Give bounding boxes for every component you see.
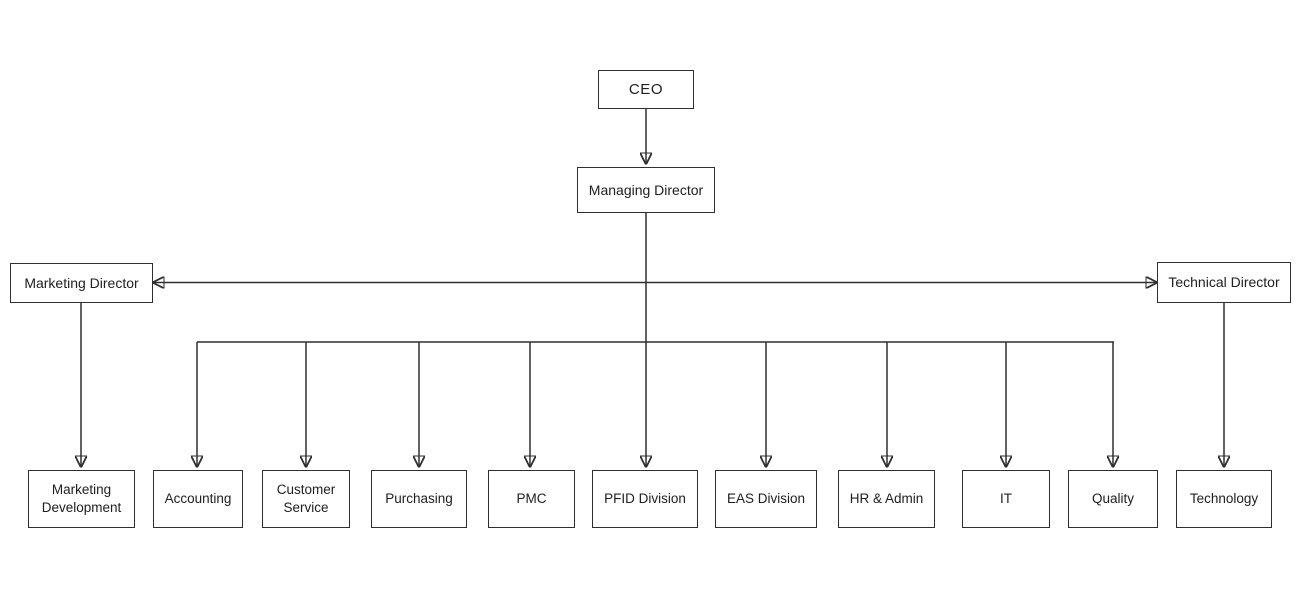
node-managing-director: Managing Director — [577, 167, 715, 213]
node-managing-director-label: Managing Director — [588, 181, 704, 198]
node-technical-director-label: Technical Director — [1168, 274, 1280, 291]
node-pmc-label: PMC — [516, 491, 547, 507]
node-technology-label: Technology — [1189, 491, 1259, 507]
node-accounting-label: Accounting — [164, 491, 232, 507]
node-hr-admin: HR & Admin — [838, 470, 935, 528]
node-marketing-development-label: Marketing Development — [41, 482, 122, 515]
node-eas-division-label: EAS Division — [726, 491, 806, 507]
node-technology: Technology — [1176, 470, 1272, 528]
node-purchasing-label: Purchasing — [385, 491, 453, 507]
node-customer-service-label: Customer Service — [276, 482, 336, 515]
node-it-label: IT — [1000, 491, 1012, 507]
node-ceo-label: CEO — [628, 80, 664, 98]
node-hr-admin-label: HR & Admin — [849, 491, 924, 507]
node-ceo: CEO — [598, 70, 694, 109]
node-marketing-development: Marketing Development — [28, 470, 135, 528]
node-it: IT — [962, 470, 1050, 528]
node-pfid-division-label: PFID Division — [604, 491, 686, 507]
node-technical-director: Technical Director — [1157, 262, 1291, 303]
node-marketing-director-label: Marketing Director — [24, 274, 139, 291]
node-quality-label: Quality — [1091, 491, 1135, 507]
node-quality: Quality — [1068, 470, 1158, 528]
node-purchasing: Purchasing — [371, 470, 467, 528]
node-pfid-division: PFID Division — [592, 470, 698, 528]
node-accounting: Accounting — [153, 470, 243, 528]
node-marketing-director: Marketing Director — [10, 263, 153, 303]
node-eas-division: EAS Division — [715, 470, 817, 528]
node-customer-service: Customer Service — [262, 470, 350, 528]
node-pmc: PMC — [488, 470, 575, 528]
